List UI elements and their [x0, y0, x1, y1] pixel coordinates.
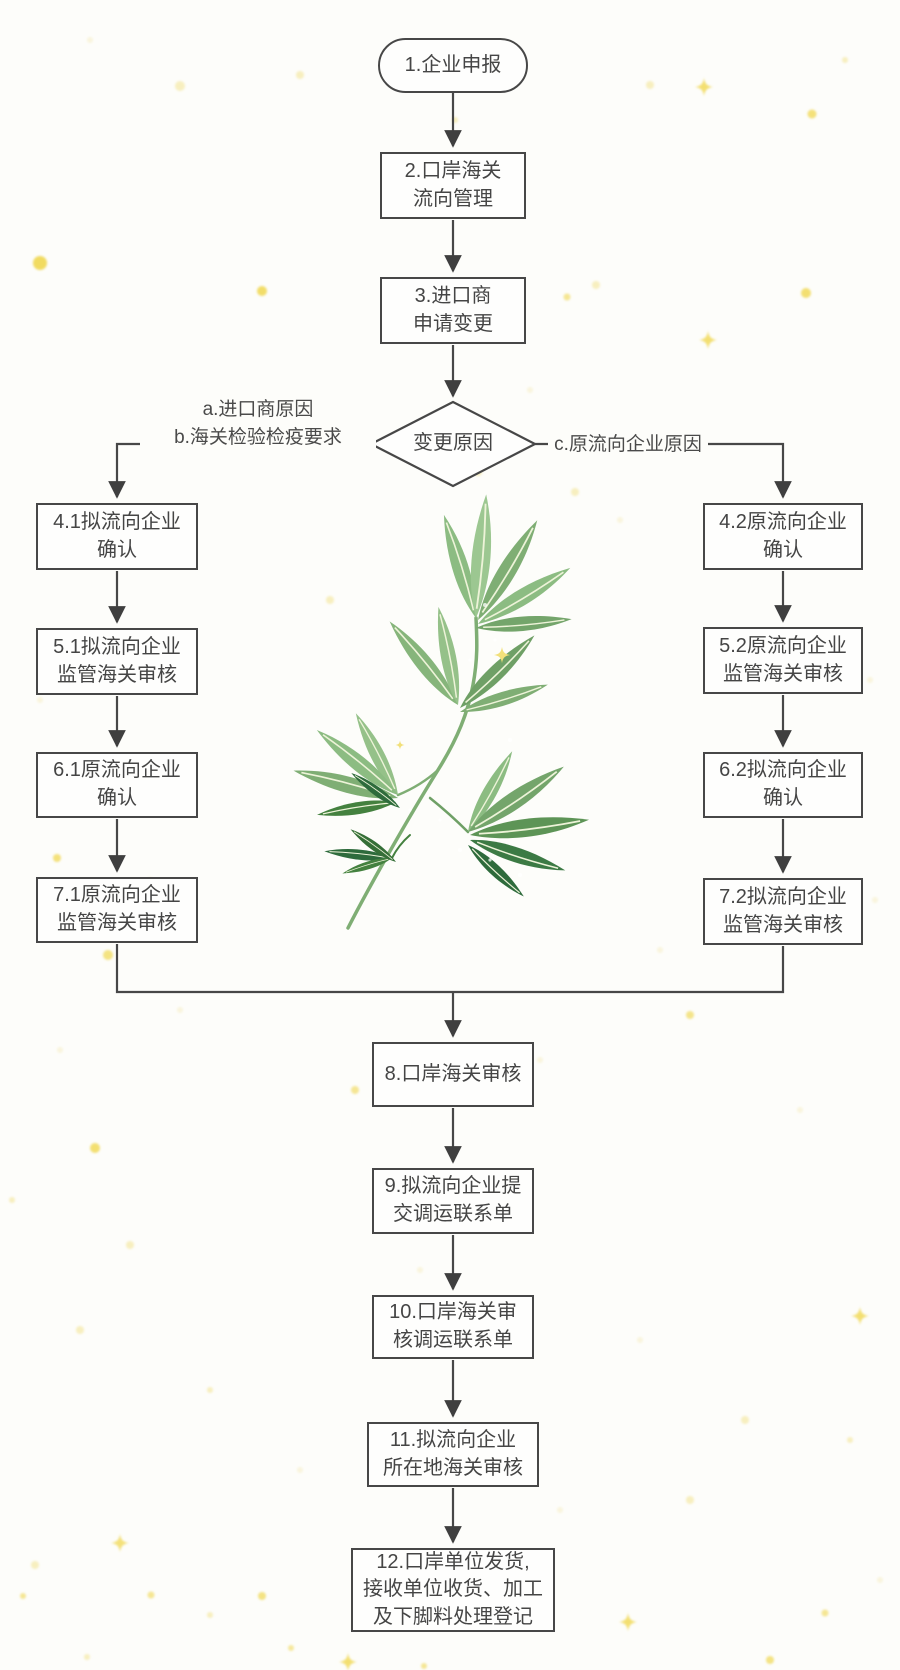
branch-label-a-b: a.进口商原因 b.海关检验检疫要求	[140, 396, 376, 452]
node-6-1-original-flow-enterprise-confirm: 6.1原流向企业 确认	[36, 752, 198, 818]
node-7-1-original-flow-customs-review: 7.1原流向企业 监管海关审核	[36, 877, 198, 943]
node-5-1-intended-flow-customs-review: 5.1拟流向企业 监管海关审核	[36, 628, 198, 695]
plant-illustration	[290, 492, 592, 930]
node-9-submit-transfer-contact-form: 9.拟流向企业提 交调运联系单	[372, 1168, 534, 1234]
plant-stem	[346, 616, 479, 930]
sparkle-dots	[9, 37, 883, 1670]
node-decision-change-reason: 变更原因	[413, 432, 493, 455]
branch-label-c: c.原流向企业原因	[548, 431, 708, 459]
node-1-enterprise-declaration: 1.企业申报	[378, 38, 528, 93]
node-12-shipping-receiving-processing-registration: 12.口岸单位发货, 接收单位收货、加工 及下脚料处理登记	[351, 1548, 555, 1632]
node-10-port-customs-review-transfer-form: 10.口岸海关审 核调运联系单	[372, 1295, 534, 1359]
merge-connector	[115, 944, 785, 994]
plant-speckles	[408, 603, 522, 877]
node-11-destination-customs-review: 11.拟流向企业 所在地海关审核	[367, 1422, 539, 1487]
node-4-1-intended-flow-enterprise-confirm: 4.1拟流向企业 确认	[36, 503, 198, 570]
node-7-2-intended-flow-customs-review: 7.2拟流向企业 监管海关审核	[703, 878, 863, 945]
node-3-importer-apply-change: 3.进口商 申请变更	[380, 277, 526, 344]
node-4-2-original-flow-enterprise-confirm: 4.2原流向企业 确认	[703, 503, 863, 570]
node-5-2-original-flow-customs-review: 5.2原流向企业 监管海关审核	[703, 627, 863, 694]
node-6-2-intended-flow-enterprise-confirm: 6.2拟流向企业 确认	[703, 752, 863, 818]
decision-diamond-shape	[368, 400, 538, 488]
node-2-port-customs-flow-management: 2.口岸海关 流向管理	[380, 152, 526, 219]
node-8-port-customs-review: 8.口岸海关审核	[372, 1042, 534, 1107]
